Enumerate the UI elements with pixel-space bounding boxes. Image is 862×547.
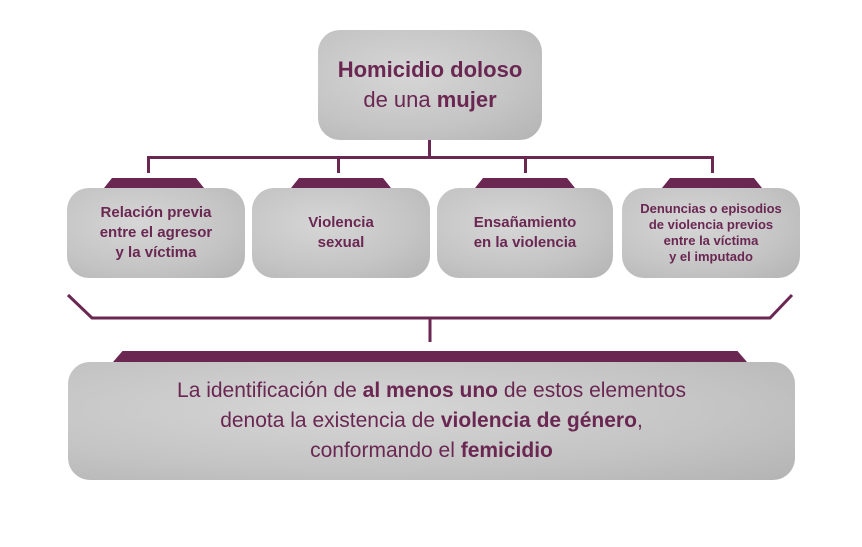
element-text: entre el agresor — [99, 224, 213, 241]
tab-4 — [662, 178, 762, 188]
tab-1 — [104, 178, 204, 188]
element-text: entre la víctima — [663, 233, 759, 248]
conclusion-line3: conformando el femicidio — [310, 439, 553, 462]
element-text: en la violencia — [473, 234, 577, 251]
conclusion-line2: denota la existencia de violencia de gén… — [220, 409, 643, 432]
element-box-violencia-sexual: Violencia sexual — [252, 188, 430, 278]
top-line2: de una mujer — [363, 87, 497, 112]
connector-drop-4 — [711, 156, 714, 173]
element-text: y el imputado — [669, 249, 753, 264]
element-text: Violencia — [308, 214, 374, 231]
element-box-denuncias: Denuncias o episodios de violencia previ… — [622, 188, 800, 278]
element-text: Denuncias o episodios — [640, 201, 782, 216]
tab-3 — [475, 178, 575, 188]
element-text: de violencia previos — [648, 217, 774, 232]
element-text: Ensañamiento — [473, 214, 577, 231]
connector-drop-2 — [337, 156, 340, 173]
connector-drop-1 — [147, 156, 150, 173]
element-box-relacion: Relación previa entre el agresor y la ví… — [67, 188, 245, 278]
connector-stem-top — [428, 140, 431, 158]
conclusion-box: La identificación de al menos uno de est… — [68, 362, 795, 480]
connector-horizontal — [147, 156, 714, 159]
connector-drop-3 — [524, 156, 527, 173]
top-box-homicidio: Homicidio doloso de una mujer — [318, 30, 542, 140]
conclusion-line1: La identificación de al menos uno de est… — [177, 379, 686, 402]
tab-conclusion — [113, 351, 747, 362]
element-text: sexual — [317, 234, 365, 251]
element-text: y la víctima — [115, 244, 197, 261]
element-text: Relación previa — [100, 204, 212, 221]
top-line1: Homicidio doloso — [337, 57, 523, 82]
element-box-ensanamiento: Ensañamiento en la violencia — [437, 188, 613, 278]
tab-2 — [291, 178, 391, 188]
